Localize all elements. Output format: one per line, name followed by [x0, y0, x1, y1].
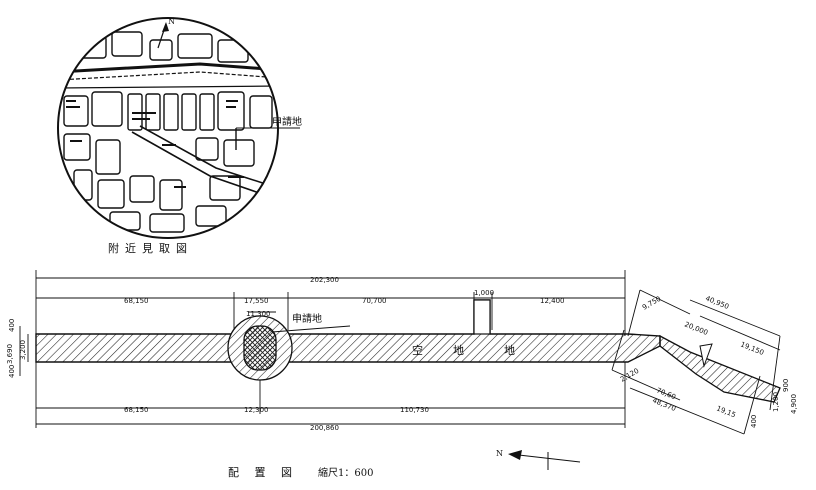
road-label-extra: 地	[504, 344, 515, 357]
dim-end-side-b: 1,200	[772, 392, 780, 412]
dim-left-upper: 400	[8, 319, 16, 332]
dim-end-side-a: 400	[750, 415, 758, 428]
dim-bottom-overall: 200,860	[310, 424, 339, 432]
dim-top-overall: 202,300	[310, 276, 339, 284]
site-crosshatch-area	[243, 325, 277, 371]
dim-end-top-c: 19,150	[739, 340, 765, 357]
end-road-shape	[659, 334, 781, 403]
dim-left-outer: 3,690	[6, 344, 14, 364]
dim-branch-width: 1,000	[474, 289, 494, 297]
dim-top-seg3: 70,700	[362, 297, 387, 305]
dim-bottom-seg3: 110,730	[400, 406, 429, 414]
dim-bottom-seg1: 68,150	[124, 406, 149, 414]
dim-left-width: 3,200	[19, 340, 27, 360]
road-label: 空地	[412, 343, 494, 357]
dim-top-seg2: 17,550	[244, 297, 269, 305]
map-north-arrow: N	[157, 17, 175, 49]
plan-north-arrow: N	[496, 449, 581, 470]
plan-north-label: N	[496, 449, 503, 458]
branch-passage	[473, 299, 491, 335]
location-map-caption: 附近見取図	[108, 241, 193, 255]
dim-end-side-d: 4,900	[790, 394, 798, 414]
layout-plan-scale: 縮尺1：600	[318, 466, 373, 479]
plan-site-label: 申請地	[292, 312, 322, 325]
site-leader-line	[271, 325, 351, 333]
dim-top-seg4: 12,400	[540, 297, 565, 305]
location-map: N 申請地 附近見取図	[57, 17, 302, 255]
dim-bottom-seg2: 12,300	[244, 406, 269, 414]
layout-plan-caption: 配 置 図	[228, 466, 298, 479]
dim-end-bottom-d: 19,15	[715, 404, 737, 419]
dim-end-top-overall: 40,950	[704, 294, 730, 311]
dim-left-lower: 400	[8, 365, 16, 378]
road-strip	[35, 299, 661, 363]
dim-end-top-b: 20,000	[683, 320, 709, 337]
end-detail	[611, 289, 781, 435]
map-north-label: N	[168, 17, 175, 26]
dim-end-side-c: 900	[782, 379, 790, 392]
dim-top-seg2-inner: 11,300	[246, 310, 271, 318]
layout-plan: 申請地 空地 地 202,300 68,150 17,550 11,300	[6, 270, 798, 479]
dim-top-seg1: 68,150	[124, 297, 149, 305]
dim-end-top-a: 9,750	[641, 295, 662, 312]
map-site-callout: 申請地	[272, 115, 302, 128]
